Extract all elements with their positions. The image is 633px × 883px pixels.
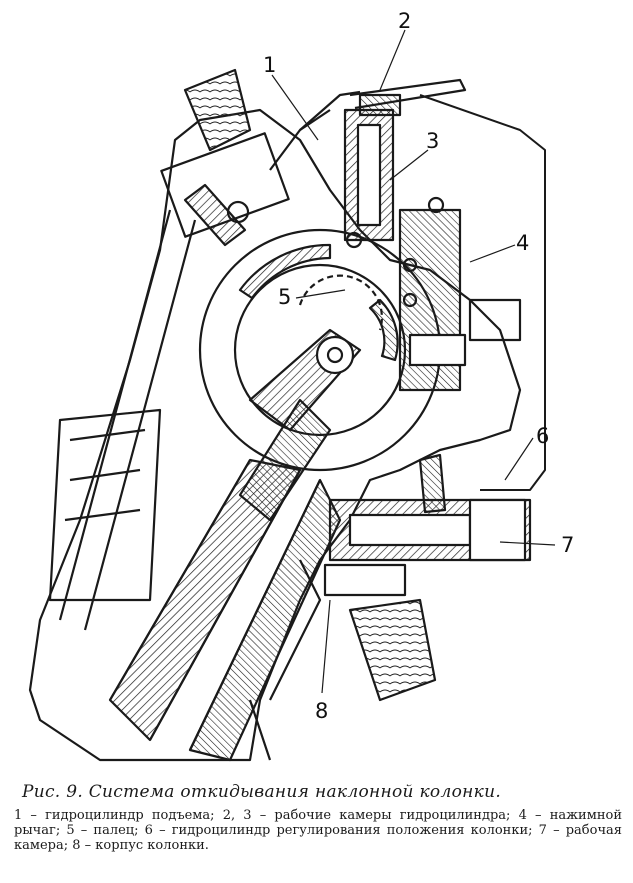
callout-4: 4	[516, 231, 529, 255]
lower-bracket	[323, 563, 407, 597]
wood-block-bottom	[348, 598, 437, 702]
wood-block-top	[183, 68, 252, 152]
technical-drawing: 1 2 3 4 5 6 7 8	[28, 9, 574, 762]
callout-8: 8	[315, 699, 328, 723]
figure-caption-legend: 1 – гидроцилиндр подъема; 2, 3 – рабочие…	[14, 808, 622, 853]
callout-6: 6	[536, 424, 549, 448]
callout-3: 3	[426, 129, 439, 153]
callout-7: 7	[561, 533, 574, 557]
callout-1: 1	[263, 53, 276, 77]
callout-2: 2	[398, 9, 411, 33]
callout-5: 5	[278, 285, 291, 309]
figure-caption-title: Рис. 9. Система откидывания наклонной ко…	[22, 782, 502, 802]
